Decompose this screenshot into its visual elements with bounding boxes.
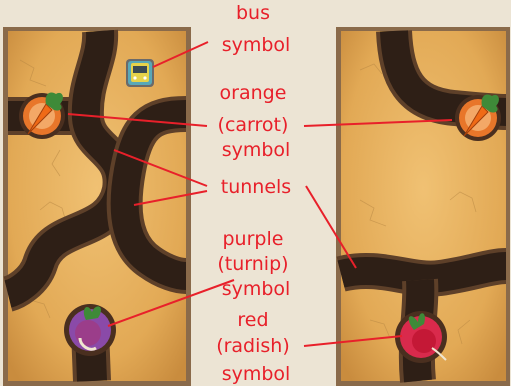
carrot-icon <box>19 92 65 139</box>
label-orange: orange (carrot) symbol <box>218 82 295 161</box>
bus-icon <box>126 59 154 87</box>
leader-radish <box>303 335 403 347</box>
radish-icon <box>395 311 447 363</box>
label-purple: purple (turnip) symbol <box>217 228 294 300</box>
carrot-icon-right <box>455 94 501 141</box>
leader-carrot-left <box>67 113 208 127</box>
label-tunnels: tunnels <box>221 176 291 198</box>
leader-bus <box>152 41 209 68</box>
label-bus: bus symbol <box>222 2 291 56</box>
leader-turnip <box>107 279 235 327</box>
leader-tunnel-1 <box>113 149 208 187</box>
left-tile <box>2 27 191 386</box>
turnip-icon <box>64 304 116 356</box>
leader-carrot-right <box>303 119 453 127</box>
leader-tunnel-3 <box>305 185 357 269</box>
label-red: red (radish) symbol <box>216 309 296 385</box>
leader-lines <box>67 41 453 347</box>
leader-tunnel-2 <box>133 190 208 206</box>
right-tile <box>336 27 510 386</box>
callout-labels: bus symbol orange (carrot) symbol tunnel… <box>216 2 296 385</box>
